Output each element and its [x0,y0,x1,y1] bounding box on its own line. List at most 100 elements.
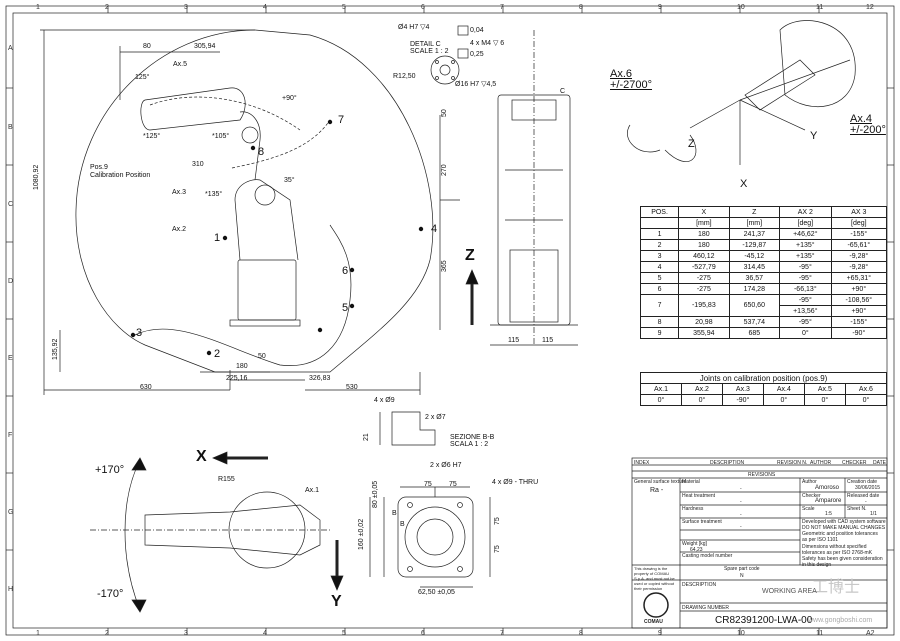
positions-table: POS. X Z AX 2 AX 3 [mm] [mm] [deg] [deg]… [639,206,888,339]
dim-50: 50 [441,109,448,117]
col-z: Z [728,206,781,218]
zone-b8: 8 [579,630,583,637]
cell: -95° [779,261,832,273]
zone-5: 5 [342,4,346,11]
cell: 20,98 [678,316,730,328]
tb-casting: Casting model number [682,553,733,559]
watermark-sub: WORKING AREA [762,588,817,595]
zone-c: C [8,201,14,208]
dim-326: 326,83 [309,375,331,382]
point-4: 4 [431,223,438,235]
joints-table: Joints on calibration position (pos.9) A… [640,372,888,406]
cell: -275 [678,272,730,284]
table-units-row: [mm] [mm] [deg] [deg] [639,217,888,229]
point-3: 3 [136,327,143,339]
cell: -9,28° [830,261,888,273]
tb-checker-v: Amparore [815,498,842,504]
tb-author-v: Amoroso [815,485,840,491]
dim-305: 305,94 [194,43,216,50]
sec-d62: 62,50 ±0,05 [418,589,455,596]
sec-d27: 2 x Ø7 [425,414,446,421]
dim-180: 180 [236,363,248,370]
cell: 685 [728,327,781,339]
zone-11: 11 [816,4,824,11]
zone-12: 12 [866,4,874,11]
sec-scale: SCALA 1 : 2 [450,441,489,448]
label-ax4: Ax.4 [850,113,873,125]
zone-b6: 6 [421,630,425,637]
dim-115a: 115 [508,337,520,344]
dim-115b: 115 [542,337,554,344]
table-header-row: POS. X Z AX 2 AX 3 [639,206,888,218]
cell: 0° [844,394,888,406]
tb-texture: General surface texture [634,479,687,485]
zone-b4: 4 [263,630,267,637]
table-row: 7 -195,83 650,60 -95° -108,56° [639,294,888,317]
sec-d75a: 75 [424,481,432,488]
detailc-scale: SCALE 1 : 2 [410,48,449,55]
angle-105: *105° [212,133,230,140]
cell: 9 [639,327,680,339]
tb-ra: Ra - [650,487,664,494]
tb-dev1: Developed with CAD system software [802,519,886,525]
label-pos9: Pos.9 [90,164,108,171]
cell: +46,62° [779,228,832,240]
zone-b: B [8,124,13,131]
cell: +135° [779,239,832,251]
tb-description: DESCRIPTION [710,460,745,466]
axis-x-iso: X [740,178,748,190]
cell: -90° [830,327,888,339]
dim-135: 135,92 [52,338,59,360]
tb-desc: DESCRIPTION [682,582,717,588]
comau-logo: COMAU [644,619,663,625]
sec-d75c: 75 [494,517,501,525]
detailc-hole2: 4 x M4 ▽ 6 [470,40,505,47]
cell: 314,45 [728,261,781,273]
label-ax6: Ax.6 [610,68,633,80]
cell: -527,79 [678,261,730,273]
axis-y-iso: Y [810,130,818,142]
cell: -90° [721,394,764,406]
tb-index: INDEX [634,460,650,466]
dim-630: 630 [140,384,152,391]
col-pos: POS. [639,206,680,218]
cell: 537,74 [728,316,781,328]
sec-d75d: 75 [494,545,501,553]
zone-f: F [8,432,13,439]
tb-weight: Weight [kg] [682,541,707,547]
axis-x-arrow: X [196,448,207,465]
cell: 0° [779,327,832,339]
detailc-tol2: 0,25 [470,51,484,58]
cell: Ax.6 [844,383,888,395]
tb-heat: Heat treatment [682,493,716,499]
tb-property: This drawing is the property of COMAU S.… [634,566,675,591]
dim-1080: 1080,92 [33,164,40,190]
tb-material: Material [682,479,700,485]
radius-155: R155 [218,476,235,483]
cell: -275 [678,283,730,295]
cell: -65,61° [830,239,888,251]
tb-drawing-no: DRAWING NUMBER [682,605,730,611]
cell: -155° [830,316,888,328]
tb-spare-v: N [740,573,744,579]
cell: -66,13° [779,283,832,295]
axis-z-arrow: Z [465,247,475,264]
cell: 3 [639,250,680,262]
cell: 241,37 [728,228,781,240]
sec-thru: 4 x Ø9 - THRU [492,479,539,486]
detailc-title: DETAIL C [410,41,441,48]
cell: 355,94 [678,327,730,339]
cell: Ax.2 [680,383,723,395]
angle-125: 125° [135,74,150,81]
angle-35: 35° [284,177,295,184]
zone-a: A [8,45,13,52]
cell: +65,31° [830,272,888,284]
zone-b5: 5 [342,630,346,637]
point-2: 2 [214,348,221,360]
cell: 0° [803,394,846,406]
tb-dim: Dimensions without specified tolerances … [802,544,873,556]
